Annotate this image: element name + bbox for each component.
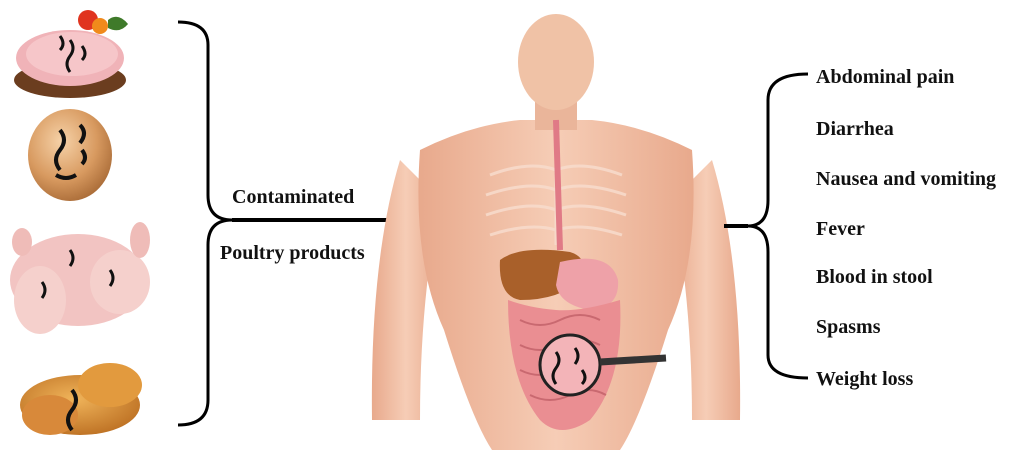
source-label-line1: Contaminated [232, 186, 354, 209]
sandwich-illustration [14, 10, 128, 98]
symptom-fever: Fever [816, 218, 865, 241]
symptom-blood-in-stool: Blood in stool [816, 266, 933, 289]
symptom-diarrhea: Diarrhea [816, 118, 894, 141]
symptom-weight-loss: Weight loss [816, 368, 913, 391]
left-bracket [178, 22, 405, 425]
fried-chicken-illustration [20, 363, 142, 435]
egg-illustration [28, 109, 112, 201]
raw-chicken-illustration [10, 222, 150, 334]
human-body-illustration [372, 14, 740, 450]
symptom-nausea-vomiting: Nausea and vomiting [816, 168, 996, 191]
symptom-spasms: Spasms [816, 316, 880, 339]
symptom-abdominal-pain: Abdominal pain [816, 66, 954, 89]
source-label-line2: Poultry products [220, 242, 365, 265]
